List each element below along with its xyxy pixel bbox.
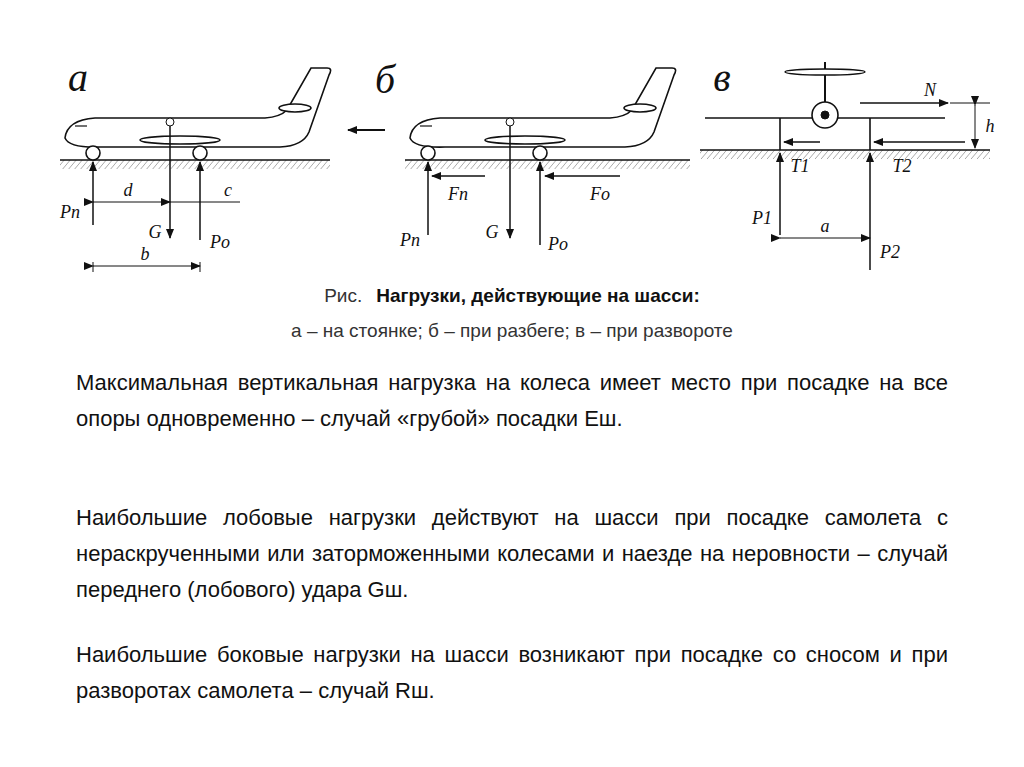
- figure-caption: а – на стоянке; б – при разбеге; в – при…: [0, 320, 1024, 342]
- force-label: P2: [880, 243, 900, 261]
- body-paragraph: Наибольшие лобовые нагрузки действуют на…: [76, 500, 948, 608]
- force-label: Fо: [590, 185, 610, 203]
- dimension-label: d: [124, 181, 133, 199]
- figure-heading: Рис. Нагрузки, действующие на шасси:: [0, 285, 1024, 307]
- force-label: Pп: [60, 203, 80, 221]
- panel-b: [348, 68, 690, 245]
- body-paragraph: Наибольшие боковые нагрузки на шасси воз…: [76, 637, 948, 709]
- dimension-label: c: [224, 181, 232, 199]
- force-label: P1: [752, 209, 772, 227]
- force-label: T2: [892, 157, 911, 175]
- dimension-label: a: [821, 217, 830, 235]
- force-label: G: [149, 223, 162, 241]
- figure-title: Нагрузки, действующие на шасси:: [376, 285, 700, 306]
- panel-letter: б: [375, 60, 395, 100]
- force-label: Pп: [400, 231, 420, 249]
- force-label: T1: [790, 157, 809, 175]
- force-label: G: [486, 223, 499, 241]
- panel-a: [60, 68, 331, 272]
- figure-prefix: Рис.: [324, 285, 362, 306]
- panel-letter: в: [713, 58, 730, 98]
- body-paragraph: Максимальная вертикальная нагрузка на ко…: [76, 365, 948, 437]
- force-label: N: [924, 81, 936, 99]
- dimension-label: h: [986, 117, 995, 135]
- panel-c: [700, 62, 990, 270]
- force-label: Fп: [448, 185, 468, 203]
- force-label: Pо: [548, 235, 568, 253]
- dimension-label: b: [141, 245, 150, 263]
- panel-letter: а: [68, 58, 88, 98]
- force-label: Pо: [210, 233, 230, 251]
